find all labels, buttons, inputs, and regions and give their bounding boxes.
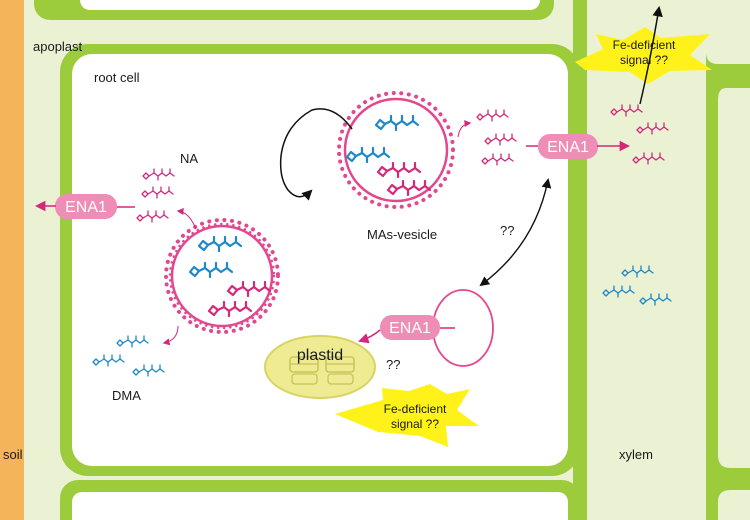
ena1-transporter-lower: ENA1: [380, 315, 440, 340]
dma-label: DMA: [112, 388, 141, 403]
vesicle-cycle-arrow: [279, 108, 353, 201]
na-release-arrow: [176, 208, 197, 230]
bottom-cell-lumen: [72, 492, 568, 520]
fe-deficient-signal-top: [575, 27, 712, 84]
signal-top-line2: signal ??: [620, 53, 668, 67]
xylem-left-wall: [573, 0, 587, 520]
signal-to-xylem-arrow: [639, 5, 663, 105]
ena1-transporter-left: ENA1: [55, 194, 117, 219]
top-cell-lumen: [80, 0, 540, 10]
ena1-transporter-right: ENA1: [538, 134, 598, 159]
na-label: NA: [180, 151, 198, 166]
signal-bidirectional-arrow: [479, 178, 552, 287]
fe-deficient-signal-bottom: [335, 384, 479, 447]
apoplast-label: apoplast: [33, 39, 83, 54]
soil-label: soil: [3, 447, 23, 462]
fusing-vesicle: [164, 218, 280, 334]
ena1-right-label: ENA1: [547, 139, 589, 156]
ena1-left-label: ENA1: [65, 199, 107, 216]
to-plastid-arrow: [358, 329, 381, 344]
mas-vesicle-label: MAs-vesicle: [367, 227, 437, 242]
plastid: [264, 335, 376, 399]
unknown-label-1: ??: [500, 223, 514, 238]
signal-top-line1: Fe-deficient: [613, 38, 676, 52]
soil-layer: [0, 0, 24, 520]
root-cell-label: root cell: [94, 70, 140, 85]
ena1-lower-label: ENA1: [389, 320, 431, 337]
signal-bottom-line2: signal ??: [391, 417, 439, 431]
xylem-right-wall: [706, 0, 750, 520]
mas-vesicle: [337, 91, 455, 209]
unknown-label-2: ??: [386, 357, 400, 372]
xylem-label: xylem: [619, 447, 653, 462]
mas-release-arrow: [457, 120, 472, 138]
signal-bottom-line1: Fe-deficient: [384, 402, 447, 416]
dma-release-arrow: [162, 325, 179, 346]
plastid-label: plastid: [297, 347, 343, 364]
